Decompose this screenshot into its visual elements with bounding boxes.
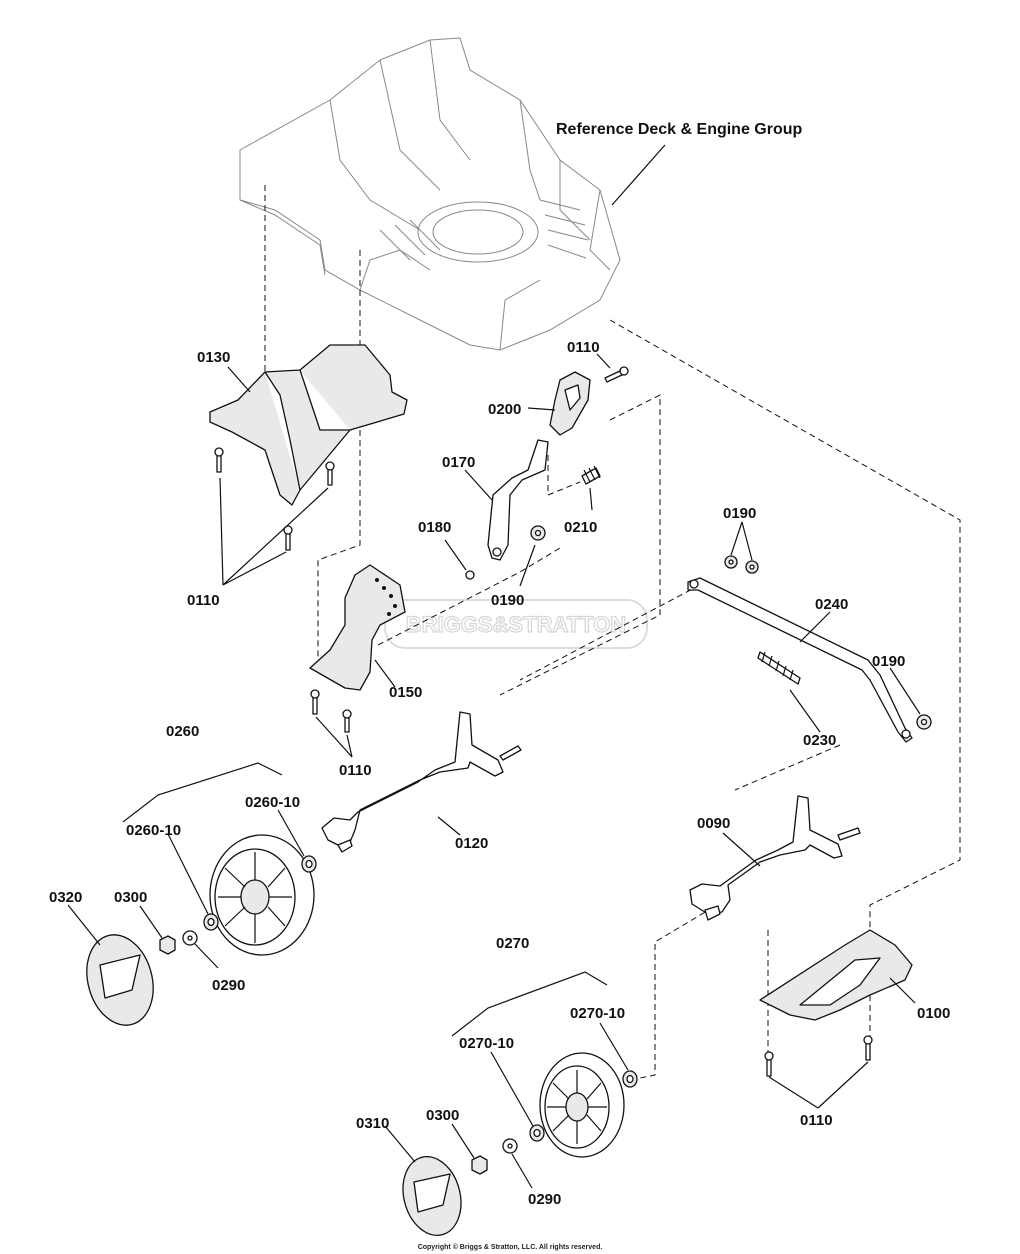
- label-0110-bracket: 0110: [339, 762, 372, 779]
- label-0100: 0100: [917, 1005, 950, 1022]
- label-0300-upper: 0300: [114, 889, 147, 906]
- label-0260-10-lower: 0260-10: [126, 822, 181, 839]
- part-0200-knob: [549, 371, 591, 436]
- part-0110-screws-bracket: [310, 689, 352, 733]
- watermark-logo: BRIGGS&STRATTON: [384, 599, 648, 649]
- label-0110-top: 0110: [567, 339, 600, 356]
- part-0130-cover: [209, 344, 408, 506]
- part-0270-rear-wheel: [539, 1052, 625, 1158]
- label-0190-mid: 0190: [491, 592, 524, 609]
- part-0320-hub-cap: [86, 934, 154, 1026]
- label-0110-bottom: 0110: [800, 1112, 833, 1129]
- label-0190-right: 0190: [872, 653, 905, 670]
- part-0150-height-bracket: [309, 564, 406, 691]
- part-0260-front-wheel: [209, 834, 315, 956]
- reference-deck-label: Reference Deck & Engine Group: [556, 121, 803, 138]
- label-0150: 0150: [389, 684, 422, 701]
- watermark-text: BRIGGS&STRATTON: [406, 612, 626, 637]
- copyright-text: Copyright © Briggs & Stratton, LLC. All …: [418, 1243, 603, 1251]
- part-0230-spring: [757, 651, 801, 685]
- callout-labels: 0130 0110 0200 0170 0210 0180 0190 0110 …: [49, 339, 950, 1208]
- label-0110-left: 0110: [187, 592, 220, 609]
- leader-lines: [67, 353, 921, 1189]
- label-0290-lower: 0290: [528, 1191, 561, 1208]
- part-0300-nut-rear: [471, 1155, 488, 1175]
- label-0320: 0320: [49, 889, 82, 906]
- part-0180-washer: [465, 570, 475, 580]
- label-0290-upper: 0290: [212, 977, 245, 994]
- part-0120-front-axle: [321, 711, 522, 853]
- part-0290-washer-front: [182, 930, 198, 946]
- label-0310: 0310: [356, 1115, 389, 1132]
- part-0270-10-bearings-rear: [529, 1070, 638, 1142]
- label-0270-10-left: 0270-10: [459, 1035, 514, 1052]
- part-0210-spring: [581, 465, 601, 485]
- bracket-0270: [451, 971, 608, 1037]
- part-0290-washer-rear: [502, 1138, 518, 1154]
- part-0310-hub-cap: [402, 1156, 462, 1236]
- bracket-0260: [122, 762, 283, 823]
- part-0190-washers-pair: [724, 555, 759, 574]
- part-0170-lever: [487, 439, 549, 561]
- part-0300-nut-front: [159, 935, 176, 955]
- part-0240-link-rod: [687, 577, 913, 743]
- part-0110-screw-knob: [604, 366, 629, 383]
- part-0090-rear-axle: [689, 795, 861, 921]
- part-0190-washer-mid: [530, 525, 546, 541]
- reference-deck-outline: [239, 37, 621, 351]
- label-0200: 0200: [488, 401, 521, 418]
- label-0090: 0090: [697, 815, 730, 832]
- label-0180: 0180: [418, 519, 451, 536]
- reference-leader: [611, 144, 666, 206]
- label-0210: 0210: [564, 519, 597, 536]
- label-0270-10-right: 0270-10: [570, 1005, 625, 1022]
- label-0240: 0240: [815, 596, 848, 613]
- part-0110-screws-cover: [214, 447, 335, 551]
- label-0300-lower: 0300: [426, 1107, 459, 1124]
- part-0110-screws-guard: [764, 1035, 873, 1077]
- label-0260-10-upper: 0260-10: [245, 794, 300, 811]
- label-0130: 0130: [197, 349, 230, 366]
- label-0270: 0270: [496, 935, 529, 952]
- label-0120: 0120: [455, 835, 488, 852]
- label-0170: 0170: [442, 454, 475, 471]
- part-0100-rear-guard: [759, 929, 913, 1021]
- label-0190-pair: 0190: [723, 505, 756, 522]
- label-0230: 0230: [803, 732, 836, 749]
- label-0260: 0260: [166, 723, 199, 740]
- part-0260-10-bearings-front: [203, 855, 317, 931]
- part-0190-washer-right: [916, 714, 932, 730]
